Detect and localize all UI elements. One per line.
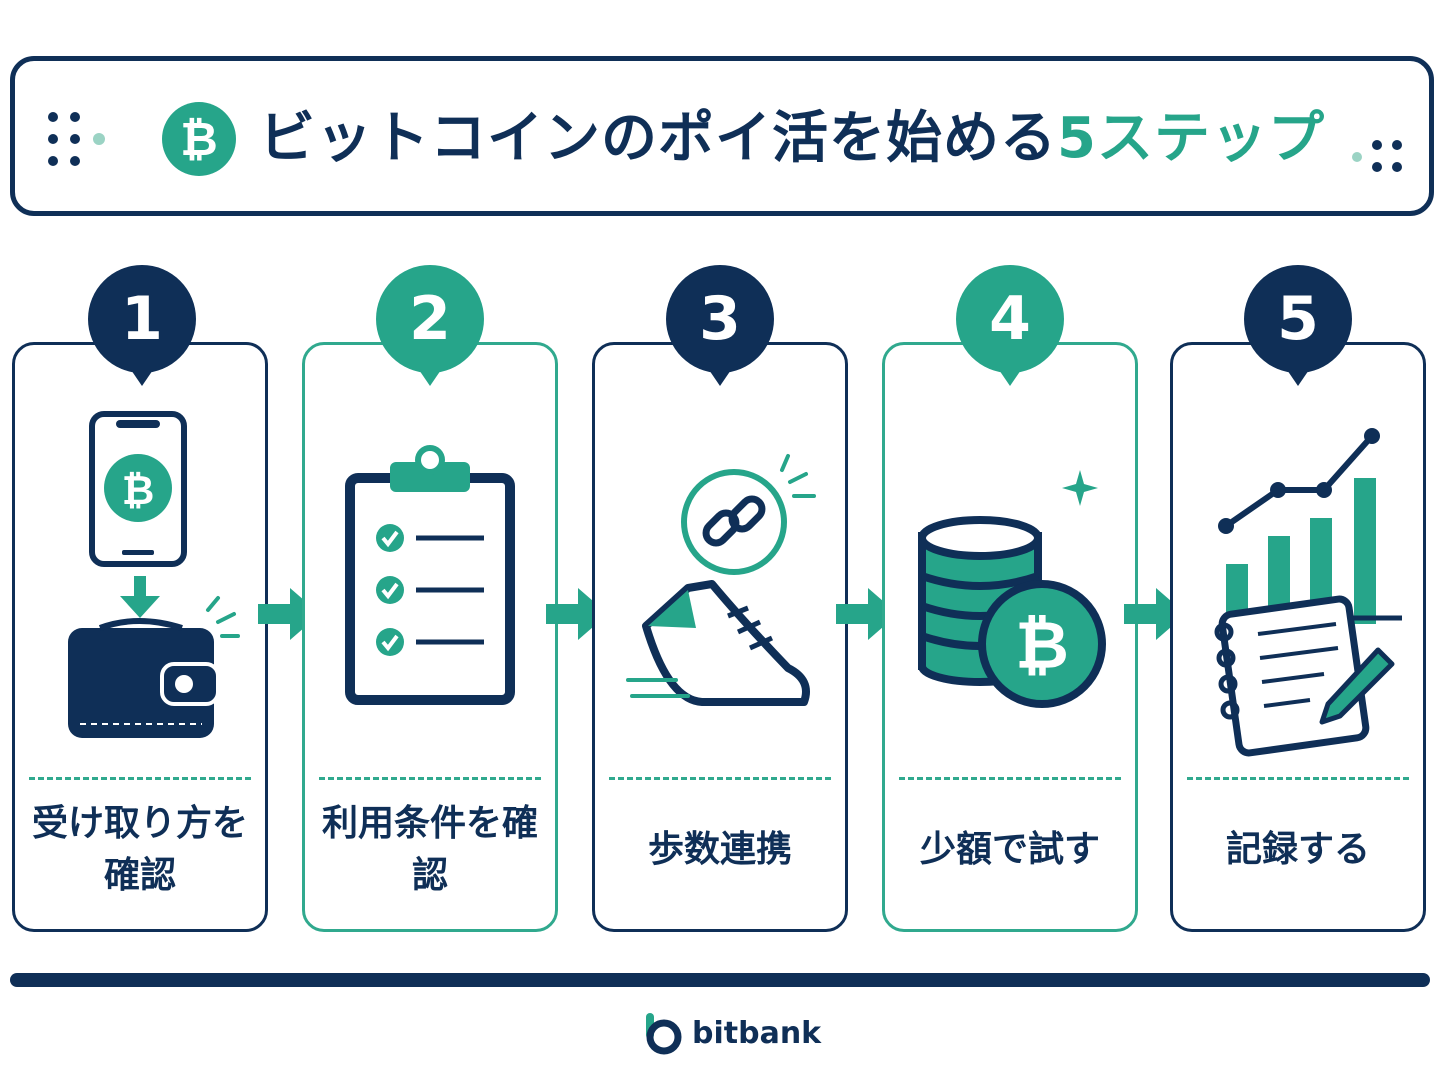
step-badge-1 (88, 265, 196, 386)
step-label: 少額で試す (919, 829, 1100, 870)
step-label: 受け取り方を確認 (31, 803, 248, 896)
page-title: ビットコインのポイ活を始める5ステップ (259, 99, 1325, 179)
footer-divider (10, 973, 1430, 987)
chart-notebook-icon (1214, 428, 1402, 757)
brand-name: bitbank (692, 1015, 822, 1051)
divider (29, 777, 251, 780)
phone-wallet-icon: ₿ (68, 411, 240, 738)
title-main-text: ビットコインのポイ活を始める (259, 106, 1057, 171)
step-number-wrap: 1 (87, 264, 197, 388)
title-banner: ₿ ビットコインのポイ活を始める5ステップ (10, 56, 1434, 216)
step-label: 利用条件を確認 (321, 803, 538, 896)
bitcoin-icon: ₿ (162, 102, 236, 176)
decorative-dots-icon (48, 112, 105, 166)
shoe-link-icon (626, 454, 816, 706)
step-badge-4 (956, 265, 1064, 386)
svg-text:₿: ₿ (180, 112, 218, 166)
bitbank-logo-icon (646, 1013, 682, 1055)
divider (899, 777, 1121, 780)
step-badge-2 (376, 265, 484, 386)
brand-logo: bitbank (642, 1008, 821, 1058)
svg-text:₿: ₿ (122, 468, 155, 514)
step-number-wrap: 2 (375, 264, 485, 388)
step-number: 5 (1277, 284, 1319, 354)
coin-stack-icon: ₿ (918, 470, 1106, 708)
step-label: 歩数連携 (647, 829, 792, 870)
step-number: 3 (699, 284, 741, 354)
step-number-wrap: 3 (665, 264, 775, 388)
step-label: 記録する (1225, 829, 1370, 870)
decorative-dots-icon (1352, 140, 1402, 172)
step-badge-3 (666, 265, 774, 386)
divider (609, 777, 831, 780)
divider (1187, 777, 1409, 780)
title-accent-text: 5ステップ (1057, 106, 1325, 171)
step-number: 4 (989, 284, 1031, 354)
svg-text:₿: ₿ (1015, 607, 1069, 684)
step-badge-5 (1244, 265, 1352, 386)
divider (319, 777, 541, 780)
clipboard-checklist-icon (345, 445, 515, 705)
step-number-wrap: 5 (1243, 264, 1353, 388)
step-number: 2 (409, 284, 451, 354)
step-number-wrap: 4 (955, 264, 1065, 388)
step-number: 1 (121, 284, 163, 354)
